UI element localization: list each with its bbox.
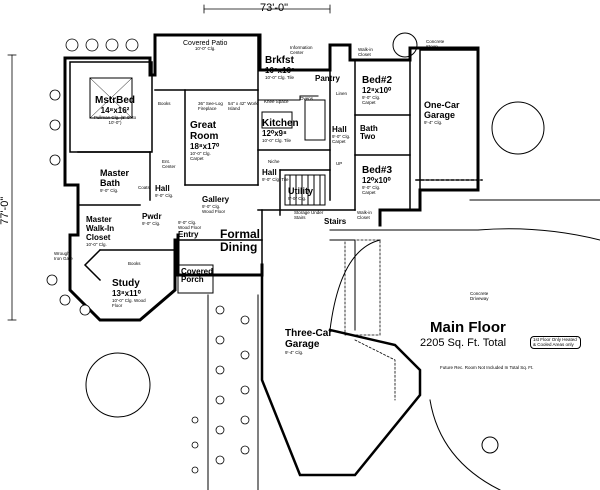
knee-space-label: Knee Space: [264, 99, 289, 104]
plan-area-note: 1st Floor Only Heated & Cooled Areas onl…: [530, 336, 581, 350]
plan-future-note: Future Rec. Room Not Included In Total S…: [440, 365, 534, 370]
covered-porch-label: Covered Porch: [181, 267, 214, 285]
books-label: Books: [158, 101, 171, 106]
three-car-garage-walls: [260, 239, 422, 477]
books-study-label: Books: [128, 261, 141, 266]
plan-total-area: 2205 Sq. Ft. Total: [420, 337, 507, 349]
bed2-label: Bed#2 12⁸x10⁰ 9'-0" Clg. Carpet: [362, 75, 393, 105]
storage-label: Storage Under Stairs: [294, 210, 324, 220]
info-center-label: Information Center: [290, 45, 313, 55]
gallery-label: Gallery 9'-0" Clg. Wood Floor: [202, 195, 230, 214]
entry-label: 9'-0" Clg. Wood Floor Entry: [178, 220, 202, 239]
coats-label: Coats: [138, 185, 150, 190]
pantry-label: Pantry: [315, 74, 340, 83]
hall-left-label: Hall 9'-0" Clg.: [155, 184, 174, 198]
great-room-label: Great Room 18⁸x17⁰ 10'-0" Clg. Carpet: [190, 120, 220, 161]
driveway-outline: [329, 199, 600, 490]
stairs: [284, 174, 326, 206]
one-car-garage-label: One-Car Garage 9'-4" Clg.: [424, 100, 460, 125]
fireplace-label: 36" See-Log Fireplace: [198, 101, 223, 111]
stairs-label: Stairs: [324, 217, 347, 226]
bed3-label: Bed#3 12⁰x10⁰ 9'-0" Clg. Carpet: [362, 165, 393, 195]
kitchen-fixtures: [257, 95, 326, 141]
master-bath-label: Master Bath 9'-0" Clg.: [100, 168, 130, 193]
left-dimension-line: [7, 54, 17, 321]
plan-title: Main Floor: [430, 319, 506, 336]
hall-center-label: Hall 9'-0" Clg. Tile: [262, 168, 289, 182]
one-car-garage-walls: [415, 49, 483, 191]
hall-mid-label: Hall 9'-0" Clg. Carpet: [332, 125, 351, 144]
front-walkway: [207, 294, 259, 490]
kitchen-label: Kitchen 12⁰x9⁸ 10'-0" Clg. Tile: [262, 118, 299, 143]
driveway-label: Concrete Driveway: [470, 291, 489, 301]
master-bed-label: MstrBed 14⁸x16² Pullman Clg. (8'-0" to 1…: [93, 95, 137, 125]
pwdr-label: Pwdr 9'-0" Clg.: [142, 212, 162, 226]
formal-dining-label: Formal Dining: [220, 227, 261, 254]
utility-label: Utility 9'-0" Clg.: [288, 186, 314, 201]
left-dimension: 77'-0": [0, 196, 12, 225]
work-island-label: 54" x 42" Work Island: [228, 101, 258, 111]
up-label: UP: [336, 161, 343, 166]
top-dimension-line: [203, 4, 331, 14]
ent-center-label: Ent. Center: [162, 159, 176, 169]
bath-two-label: Bath Two: [360, 124, 378, 142]
covered-patio-label: Covered Patio 10'-0" Clg.: [183, 40, 228, 52]
concrete-stoop-label: Concrete Stoop: [426, 39, 445, 49]
linen-label: Linen: [336, 91, 348, 96]
master-closet-label: Master Walk-In Closet 10'-0" Clg.: [86, 215, 115, 247]
trees: [85, 32, 545, 454]
ovens-label: Ovens: [300, 96, 314, 101]
top-dimension: 73'-0": [260, 2, 289, 14]
walk-in-closet-top-label: Walk-in Closet: [358, 47, 373, 57]
brkfst-label: Brkfst 10⁸x10⁸ 10'-0" Clg. Tile: [265, 55, 295, 80]
niche-label: Niche: [268, 159, 280, 164]
interior-walls: [77, 34, 411, 216]
shrubs: [46, 38, 250, 474]
wrought-iron-gate-label: Wrought Iron Gate: [54, 251, 73, 261]
study-label: Study 13⁸x11⁰ 10'-0" Clg. Wood Floor: [112, 278, 146, 308]
walk-in-closet-bed3-label: Walk-in Closet: [357, 210, 372, 220]
three-car-garage-label: Three-Car Garage 9'-4" Clg.: [285, 328, 333, 355]
